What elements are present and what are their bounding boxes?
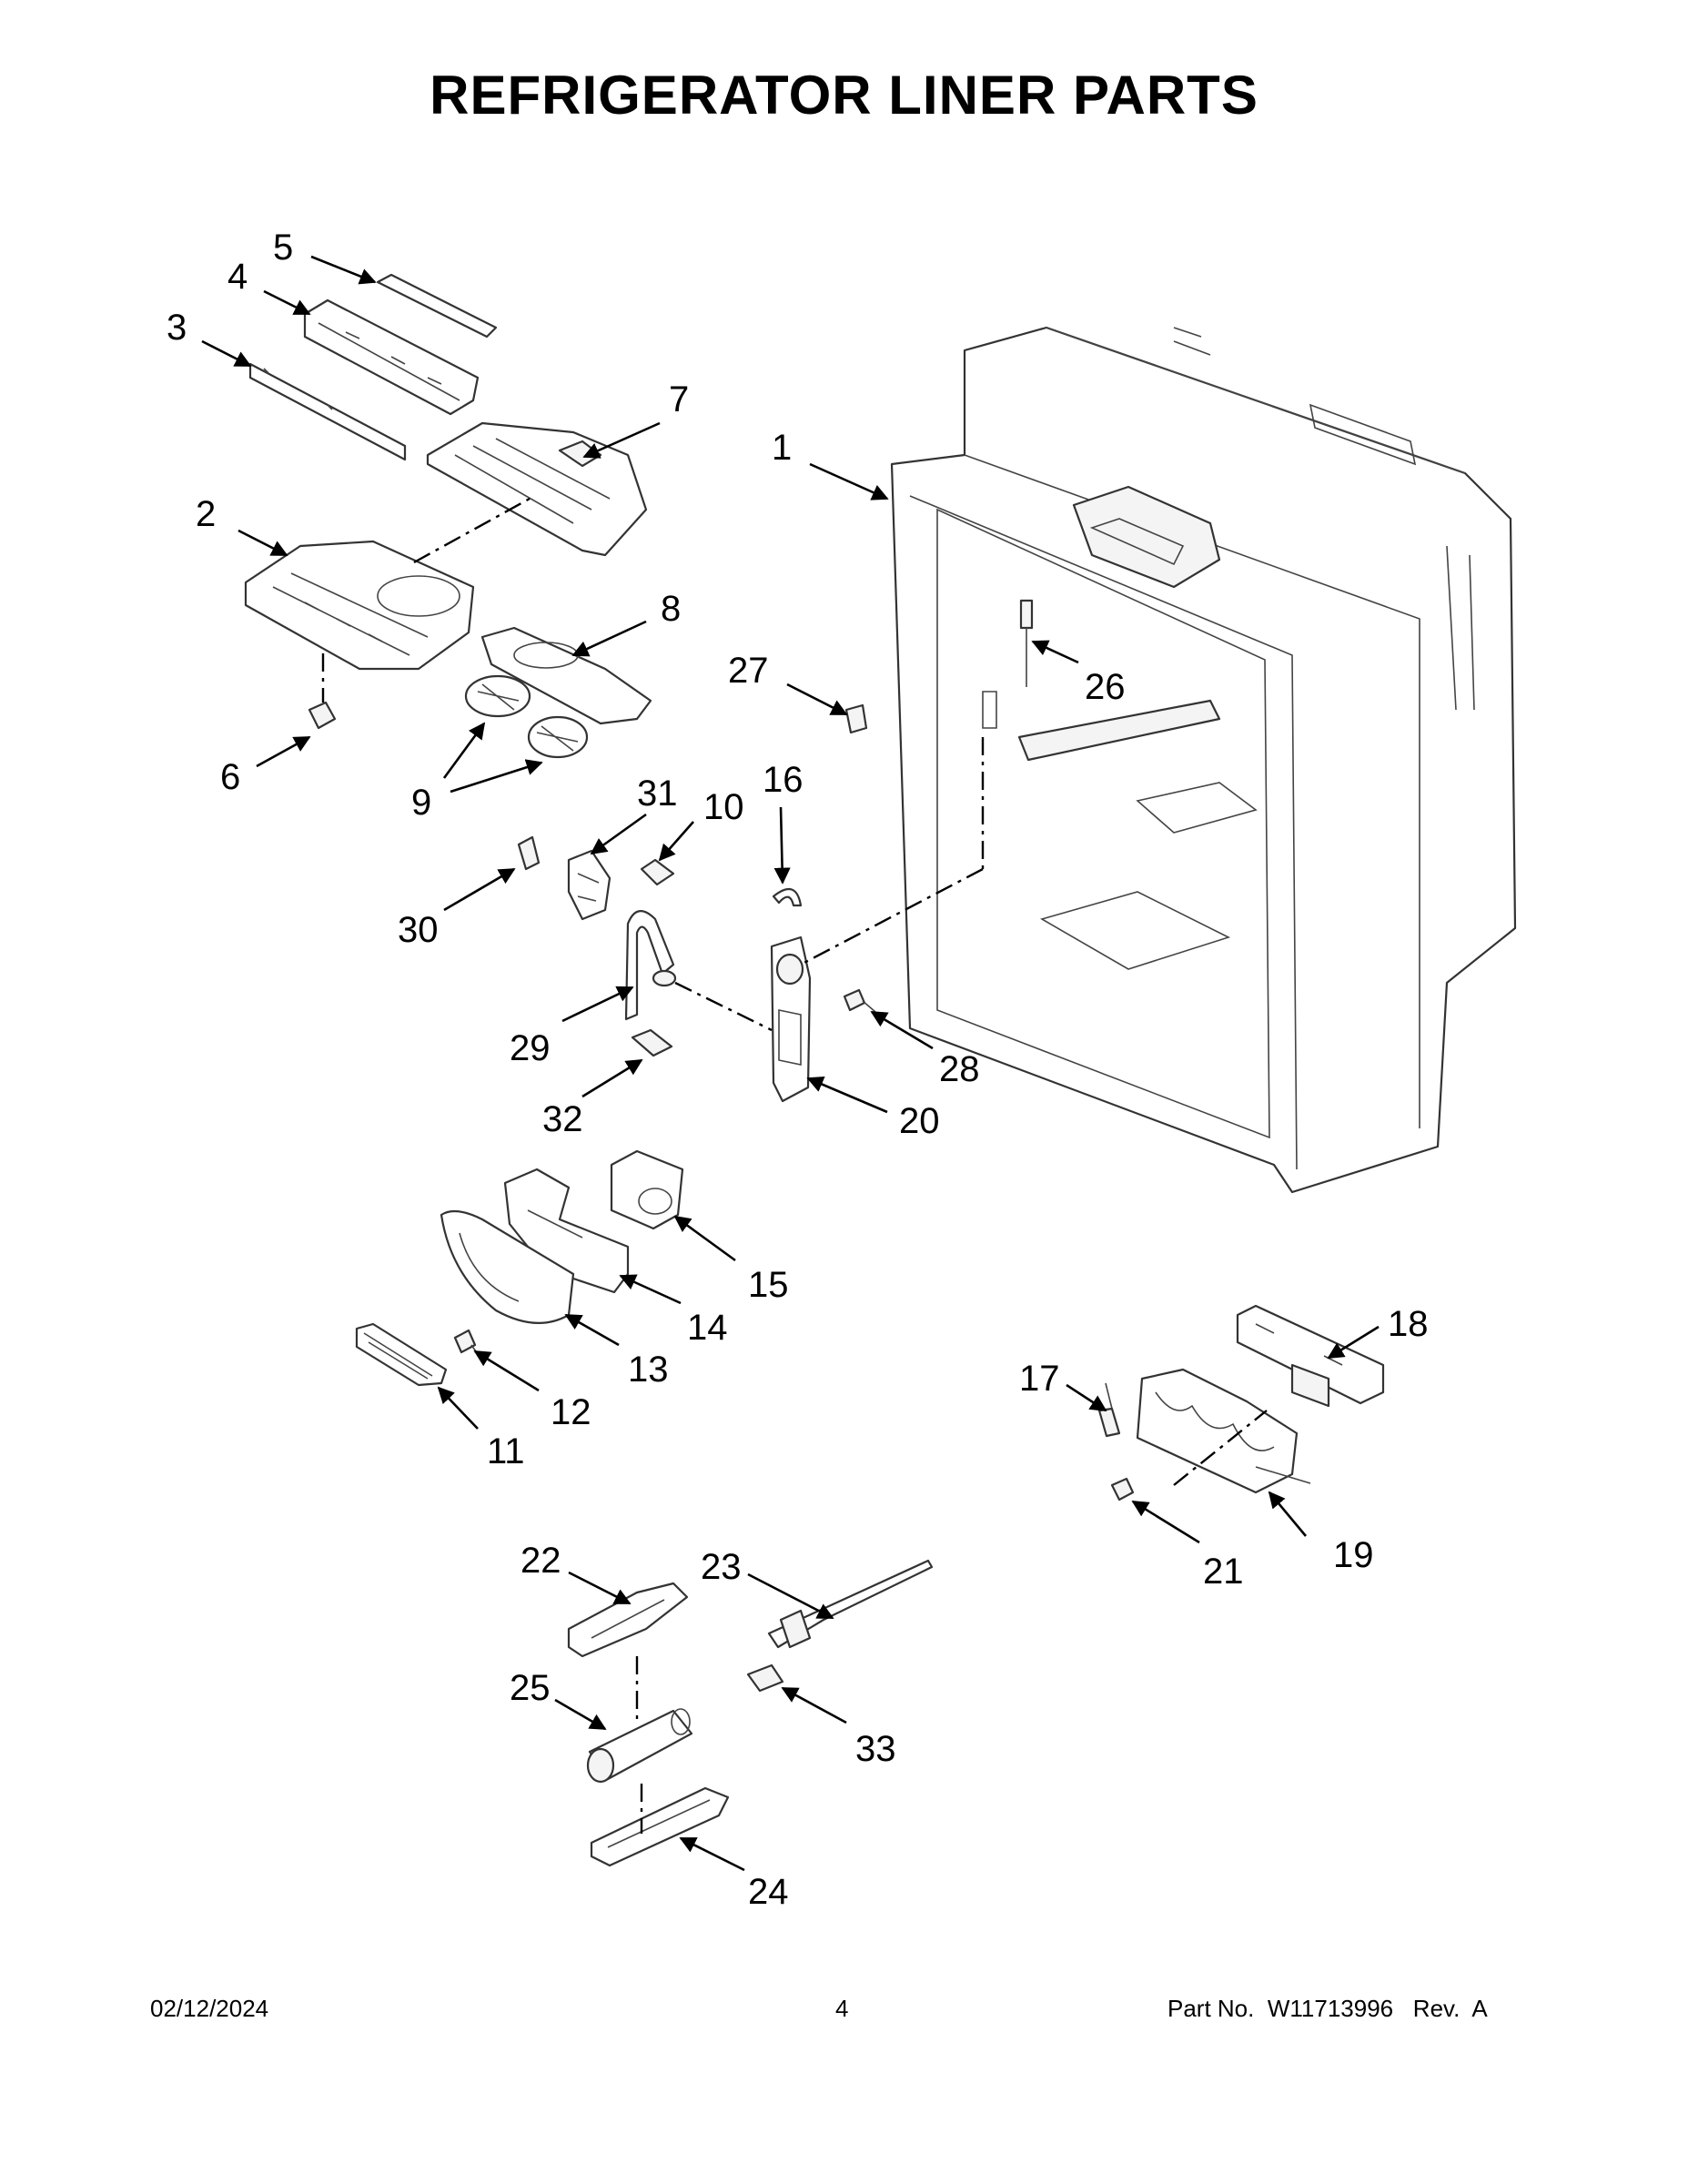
footer-part-number: Part No. W11713996 Rev. A (1167, 1995, 1488, 2023)
callout-11: 11 (487, 1431, 525, 1471)
part-33-bracket (746, 1663, 784, 1693)
callout-31: 31 (637, 774, 678, 814)
footer-page-number: 4 (835, 1995, 849, 2022)
part-1-liner (890, 326, 1517, 1194)
rev-prefix: Rev. (1412, 1995, 1461, 2022)
part-20-dispenser-cover (770, 935, 812, 1103)
part-29-water-tube (624, 910, 677, 1021)
callout-26: 26 (1085, 667, 1126, 707)
part-28-screw (843, 988, 876, 1013)
part-13-cover (440, 1209, 575, 1324)
part-32-clip (631, 1028, 673, 1057)
callout-3: 3 (167, 308, 187, 348)
callout-14: 14 (687, 1308, 728, 1348)
callout-15: 15 (748, 1265, 789, 1305)
rev-value: A (1471, 1995, 1488, 2022)
part-17-sensor (1097, 1382, 1121, 1438)
callout-21: 21 (1203, 1552, 1244, 1592)
part-25-water-filter (586, 1708, 693, 1784)
callout-18: 18 (1388, 1304, 1429, 1344)
callout-29: 29 (510, 1028, 551, 1068)
callout-7: 7 (669, 379, 689, 420)
callout-numbers: 1 2 3 4 5 6 7 8 9 10 31 16 30 29 32 20 2… (167, 228, 1429, 1912)
callout-12: 12 (551, 1392, 591, 1432)
callout-32: 32 (542, 1099, 583, 1139)
part-3-light-strip (248, 362, 407, 461)
part-24-filter-cover (590, 1786, 730, 1867)
callout-6: 6 (220, 757, 240, 797)
part-30-switch (517, 835, 541, 871)
part-2-control-housing (244, 540, 475, 671)
callout-23: 23 (701, 1547, 742, 1587)
callout-10: 10 (703, 787, 744, 827)
part-22-filter-head (567, 1582, 689, 1658)
part-26-thermistor (1019, 599, 1034, 687)
part-5-control-board (376, 273, 498, 339)
part-23-water-line (767, 1559, 934, 1649)
part-10-retainer (640, 858, 675, 886)
callout-4: 4 (227, 257, 248, 297)
page-title: REFRIGERATOR LINER PARTS (430, 65, 1258, 126)
callout-16: 16 (763, 760, 804, 800)
assembly-lines (321, 497, 1268, 1834)
callout-24: 24 (748, 1872, 789, 1912)
callout-5: 5 (273, 228, 293, 268)
callout-30: 30 (398, 910, 439, 950)
callout-13: 13 (628, 1350, 669, 1390)
part-31-bracket (567, 849, 612, 921)
part-6-clip (308, 701, 337, 730)
leader-lines (201, 255, 1380, 1872)
callout-19: 19 (1333, 1535, 1374, 1575)
part-9-damper-assembly (464, 674, 589, 759)
callout-33: 33 (855, 1729, 896, 1769)
callout-28: 28 (939, 1049, 980, 1089)
callout-2: 2 (196, 494, 216, 534)
part-4-control-bracket (303, 298, 480, 416)
part-21-screw (1110, 1477, 1135, 1502)
part-12-screw (453, 1329, 479, 1355)
part-15-fan-motor (610, 1149, 684, 1230)
callout-17: 17 (1019, 1359, 1060, 1399)
part-19-defrost-heater (1136, 1368, 1311, 1494)
callout-27: 27 (728, 651, 769, 691)
callout-20: 20 (899, 1101, 940, 1141)
callout-1: 1 (772, 428, 792, 468)
part-number: W11713996 (1267, 1995, 1394, 2022)
part-11-grille (355, 1322, 448, 1387)
footer-date: 02/12/2024 (150, 1995, 269, 2022)
part-27-clip (844, 703, 868, 734)
part-16-gasket (772, 887, 803, 907)
callout-8: 8 (661, 589, 681, 629)
part-18-bracket (1236, 1304, 1385, 1408)
callout-22: 22 (521, 1541, 561, 1581)
callout-9: 9 (411, 783, 431, 823)
part-prefix: Part No. (1167, 1995, 1255, 2022)
callout-25: 25 (510, 1668, 551, 1708)
